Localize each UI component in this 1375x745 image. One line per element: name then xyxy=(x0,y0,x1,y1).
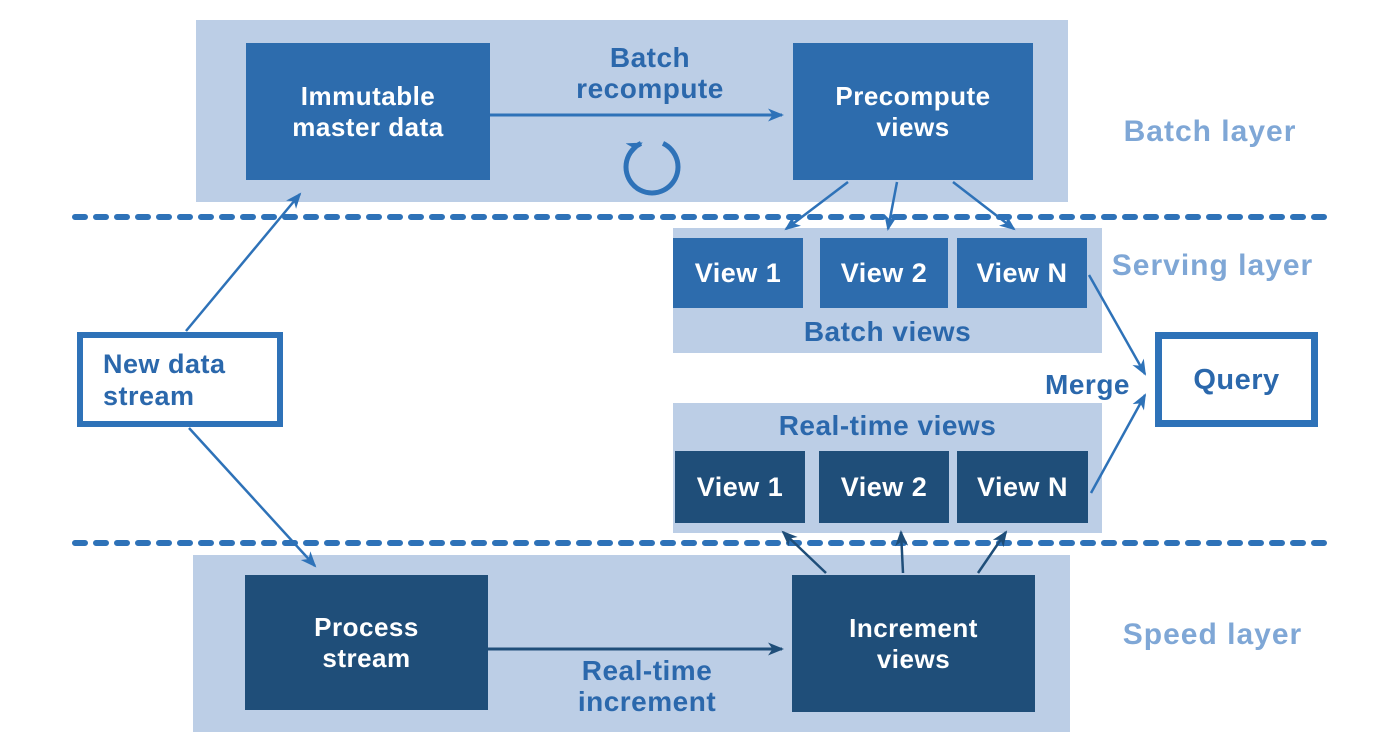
precompute-views-label-line1: Precompute xyxy=(835,80,991,111)
arrow-precompute-to-viewN xyxy=(952,181,1016,231)
precompute-views-label-line2: views xyxy=(876,111,950,142)
precompute-views-box: Precompute views xyxy=(793,43,1033,180)
realtime-view-1-box: View 1 xyxy=(675,451,805,523)
batch-recompute-label: Batch recompute xyxy=(576,42,724,104)
new-data-stream-box: New data stream xyxy=(77,332,283,427)
arrow-rtviewN-to-query xyxy=(1089,393,1147,494)
arrow-increment-to-rtviewN xyxy=(976,530,1008,574)
batch-view-2-box: View 2 xyxy=(820,238,948,308)
realtime-views-caption: Real-time views xyxy=(778,410,997,441)
new-data-stream-label-line1: New data xyxy=(103,348,226,379)
arrow-batchviewN-to-query xyxy=(1087,274,1147,376)
batch-view-1-box: View 1 xyxy=(673,238,803,308)
new-data-stream-label-line2: stream xyxy=(103,380,195,411)
query-box: Query xyxy=(1155,332,1318,427)
arrow-increment-to-rtview2 xyxy=(895,530,909,574)
speed-layer-label: Speed layer xyxy=(1122,618,1303,651)
realtime-increment-label: Real-time increment xyxy=(577,655,717,717)
arrow-newdata-to-process xyxy=(188,427,317,568)
merge-label: Merge xyxy=(1045,369,1130,400)
realtime-view-2-box: View 2 xyxy=(819,451,949,523)
increment-views-label-line2: views xyxy=(876,643,951,674)
realtime-view-n-box: View N xyxy=(957,451,1088,523)
batch-views-caption: Batch views xyxy=(803,316,972,347)
arrow-precompute-to-view2 xyxy=(884,181,899,231)
immutable-master-data-label-line2: master data xyxy=(292,111,444,142)
batch-layer-label: Batch layer xyxy=(1123,115,1297,148)
immutable-master-data-box: Immutable master data xyxy=(246,43,490,180)
process-stream-label-line2: stream xyxy=(322,642,411,673)
immutable-master-data-label-line1: Immutable xyxy=(300,80,436,111)
arrow-precompute-to-view1 xyxy=(784,181,849,231)
increment-views-box: Increment views xyxy=(792,575,1035,712)
arrow-newdata-to-immutable xyxy=(185,192,302,332)
batch-view-n-box: View N xyxy=(957,238,1087,308)
process-stream-label-line1: Process xyxy=(314,611,419,642)
arrow-increment-to-rtview1 xyxy=(781,530,827,574)
recompute-loop-icon xyxy=(623,141,681,196)
query-label: Query xyxy=(1193,363,1280,396)
serving-layer-label: Serving layer xyxy=(1111,249,1314,282)
increment-views-label-line1: Increment xyxy=(849,612,978,643)
process-stream-box: Process stream xyxy=(245,575,488,710)
